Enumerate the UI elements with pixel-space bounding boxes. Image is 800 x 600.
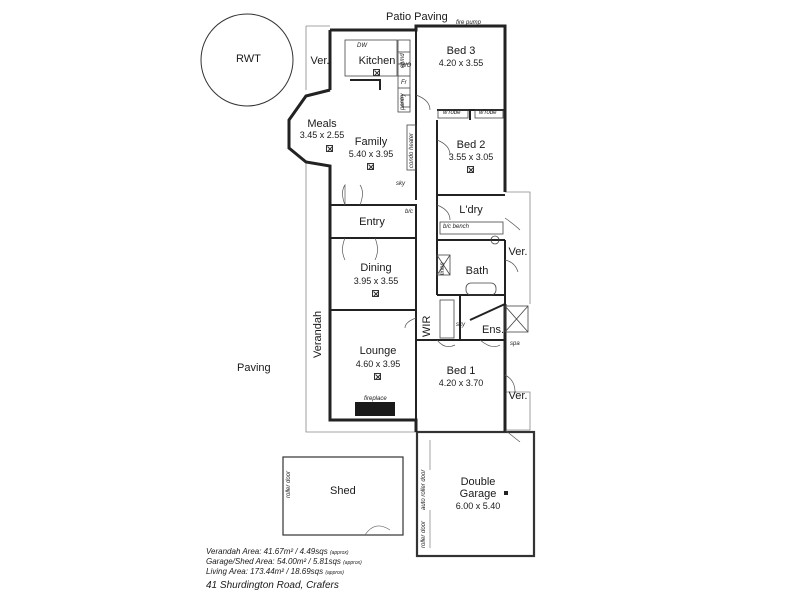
paving-label: Paving	[237, 362, 271, 374]
ver-label-1: Ver.	[310, 55, 330, 67]
shed-outline	[282, 456, 404, 536]
wo-label: WO	[401, 63, 412, 69]
fr-label: Fr	[401, 80, 407, 86]
west-wall-lower	[328, 205, 418, 432]
rainwater-tank	[200, 13, 294, 107]
bed3-name: Bed 3	[446, 45, 476, 57]
wir-label: WIR	[421, 315, 433, 337]
spa-label: spa	[510, 341, 520, 347]
roller-door-label-shed: roller door	[286, 470, 292, 498]
address: 41 Shurdington Road, Crafers	[206, 580, 339, 591]
wrobe-label-2: w'robe	[479, 110, 497, 116]
living-area: Living Area: 173.44m² / 18.69sqs (approx…	[206, 567, 344, 576]
light-icon	[326, 145, 333, 152]
fireplace	[355, 402, 395, 416]
roller-door-label-garage: roller door	[421, 520, 427, 548]
dining-dim: 3.95 x 3.55	[353, 276, 399, 286]
bed3-dim: 4.20 x 3.55	[438, 58, 484, 68]
shed-door-swing	[364, 525, 391, 536]
bed2-name: Bed 2	[456, 139, 486, 151]
dining-name: Dining	[360, 262, 392, 274]
verandah-label: Verandah	[312, 310, 324, 358]
garage-name-2: Garage	[459, 488, 497, 500]
family-dim: 5.40 x 3.95	[348, 149, 394, 159]
sky-label-2: sky	[456, 322, 465, 328]
bed2-dim: 3.55 x 3.05	[448, 152, 494, 162]
linen-label: linen	[440, 262, 446, 275]
fire-pump-label: fire pump	[456, 20, 482, 26]
meals-bay	[287, 88, 332, 205]
dw-label: DW	[357, 43, 367, 49]
verandah-area: Verandah Area: 41.67m² / 4.49sqs (approx…	[206, 547, 349, 556]
ens-label: Ens.	[481, 324, 505, 336]
bed1-name: Bed 1	[446, 365, 476, 377]
garage-dim: 6.00 x 5.40	[455, 501, 501, 511]
north-wall	[330, 24, 507, 192]
light-icon	[372, 290, 379, 297]
light-icon	[367, 163, 374, 170]
ver-label-2: Ver.	[508, 246, 528, 258]
rwt-label: RWT	[236, 53, 261, 65]
condo-heater-label: condo heater	[409, 132, 415, 168]
light-icon	[373, 69, 380, 76]
sky-label-1: sky	[396, 181, 405, 187]
shed-label: Shed	[330, 485, 356, 497]
light-icon	[374, 373, 381, 380]
bed1-dim: 4.20 x 3.70	[438, 378, 484, 388]
ver-label-3: Ver.	[508, 390, 528, 402]
verandah-right-outline	[505, 191, 531, 431]
pantry-label: pantry	[400, 93, 406, 110]
entry-label: Entry	[359, 216, 385, 228]
lounge-dim: 4.60 x 3.95	[355, 359, 401, 369]
light-icon	[467, 166, 474, 173]
lounge-name: Lounge	[359, 345, 397, 357]
laundry-label: L'dry	[459, 204, 483, 216]
kitchen-name: Kitchen	[358, 55, 396, 67]
garage-shed-area: Garage/Shed Area: 54.00m² / 5.81sqs (app…	[206, 557, 362, 566]
meals-dim: 3.45 x 2.55	[299, 130, 345, 140]
bic-label-1: b/c	[405, 209, 414, 215]
fireplace-label: fireplace	[364, 396, 387, 402]
patio-label: Patio Paving	[386, 11, 448, 23]
garage-name-1: Double	[460, 476, 496, 488]
wrobe-label-1: w'robe	[443, 110, 461, 116]
meals-name: Meals	[307, 118, 337, 130]
family-name: Family	[354, 136, 388, 148]
chmd-label: chmd	[400, 53, 406, 68]
auto-roller-door-label: auto roller door	[421, 469, 427, 510]
bath-label: Bath	[465, 265, 489, 277]
garage-outline	[415, 430, 536, 558]
verandah-outline	[305, 25, 416, 433]
bic-bench-label: b/c bench	[443, 224, 470, 230]
